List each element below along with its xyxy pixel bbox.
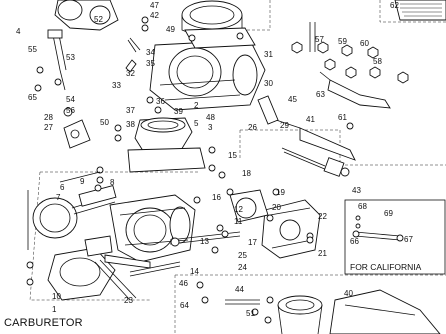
callout-19: 19 [276, 188, 285, 197]
float-bowl [47, 235, 151, 301]
callout-4: 4 [16, 27, 21, 36]
callout-69: 69 [384, 209, 393, 218]
callout-21: 21 [318, 249, 327, 258]
callout-40: 40 [344, 289, 353, 298]
callout-38: 38 [126, 120, 135, 129]
callout-41: 41 [306, 115, 315, 124]
callout-44: 44 [235, 285, 244, 294]
callout-3: 3 [208, 123, 213, 132]
callout-15: 15 [228, 151, 237, 160]
callout-46: 46 [179, 279, 188, 288]
carburetor-left-upper [47, 0, 119, 91]
throttle-linkage [129, 230, 241, 277]
callout-59: 59 [338, 37, 347, 46]
callout-62: 62 [390, 1, 399, 10]
callout-18: 18 [242, 169, 251, 178]
callout-43: 43 [352, 186, 361, 195]
callout-42: 42 [150, 11, 159, 20]
callout-35: 35 [146, 59, 155, 68]
callout-37: 37 [126, 106, 135, 115]
callout-39: 39 [174, 107, 183, 116]
callout-16: 16 [212, 193, 221, 202]
callout-50: 50 [100, 118, 109, 127]
callout-63: 63 [316, 90, 325, 99]
callout-5: 5 [194, 119, 199, 128]
callout-57: 57 [315, 35, 324, 44]
callout-58: 58 [373, 57, 382, 66]
callout-2: 2 [194, 101, 199, 110]
callout-61: 61 [338, 113, 347, 122]
callout-56: 56 [66, 106, 75, 115]
callout-36: 36 [156, 97, 165, 106]
callout-13: 13 [200, 237, 209, 246]
callout-17: 17 [248, 238, 257, 247]
callout-28: 28 [44, 113, 53, 122]
throttle-body-right [229, 189, 321, 259]
callout-1: 1 [52, 305, 57, 314]
top-right-cover [394, 0, 446, 21]
callout-22: 22 [318, 212, 327, 221]
intake-funnel [127, 117, 206, 173]
california-inset: FOR CALIFORNIA [344, 199, 446, 275]
carburetor-right-lower [329, 289, 441, 334]
callout-33: 33 [112, 81, 121, 90]
callout-53: 53 [66, 53, 75, 62]
diagram-caption: CARBURETOR [4, 317, 83, 329]
callout-34: 34 [146, 48, 155, 57]
callout-6: 6 [60, 183, 65, 192]
callout-51: 51 [246, 309, 255, 318]
callout-32: 32 [126, 69, 135, 78]
small-parts [26, 16, 354, 324]
callout-23: 23 [124, 296, 133, 305]
callout-48: 48 [206, 113, 215, 122]
callout-45: 45 [288, 95, 297, 104]
callout-47: 47 [150, 1, 159, 10]
callout-11: 11 [234, 217, 243, 226]
carburetor-body-lower [109, 194, 196, 263]
hoses-fittings [257, 41, 409, 177]
callout-49: 49 [166, 25, 175, 34]
callout-20: 20 [272, 203, 281, 212]
callout-29: 29 [280, 121, 289, 130]
callout-10: 10 [52, 292, 61, 301]
callout-labels: 1 2 3 4 5 6 7 8 9 10 11 12 13 14 15 16 1… [16, 1, 413, 318]
callout-12: 12 [234, 205, 243, 214]
callout-31: 31 [264, 50, 273, 59]
carburetor-body-upper [149, 0, 266, 111]
callout-54: 54 [66, 95, 75, 104]
callout-55: 55 [28, 45, 37, 54]
callout-7: 7 [56, 193, 61, 202]
callout-66: 66 [350, 237, 359, 246]
california-label: FOR CALIFORNIA [350, 262, 422, 272]
callout-64: 64 [180, 301, 189, 310]
callout-68: 68 [358, 202, 367, 211]
callout-30: 30 [264, 79, 273, 88]
callout-25: 25 [238, 251, 247, 260]
callout-65: 65 [28, 93, 37, 102]
callout-8: 8 [110, 178, 115, 187]
diaphragm-chamber [32, 184, 117, 239]
callout-24: 24 [238, 263, 247, 272]
callout-52: 52 [94, 15, 103, 24]
callout-27: 27 [44, 123, 53, 132]
callout-26: 26 [248, 123, 257, 132]
callout-67: 67 [404, 235, 413, 244]
bottom-funnel [225, 295, 323, 334]
callout-9: 9 [80, 177, 85, 186]
callout-14: 14 [190, 267, 199, 276]
callout-60: 60 [360, 39, 369, 48]
